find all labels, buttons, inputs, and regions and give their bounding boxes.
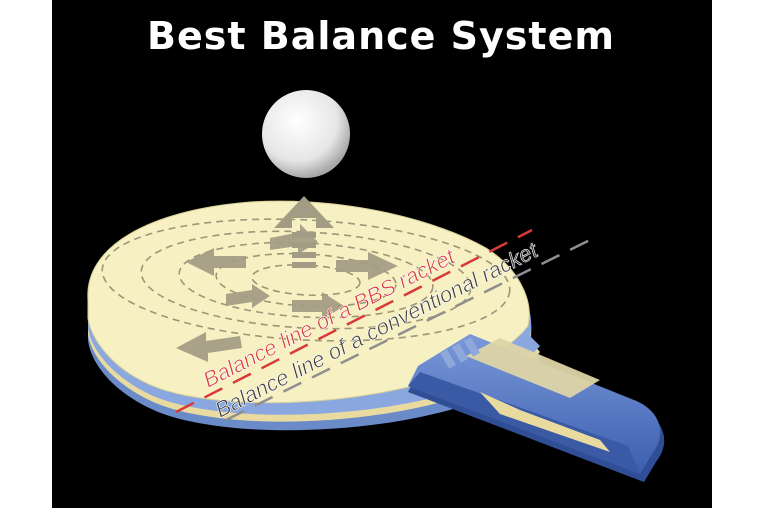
racket-handle bbox=[408, 334, 665, 482]
bbs-balance-line bbox=[175, 228, 533, 414]
diagram-title: Best Balance System bbox=[147, 14, 615, 58]
upward-arrow-icon bbox=[274, 196, 334, 268]
ball-icon bbox=[262, 90, 350, 178]
conventional-balance-line bbox=[225, 236, 595, 422]
